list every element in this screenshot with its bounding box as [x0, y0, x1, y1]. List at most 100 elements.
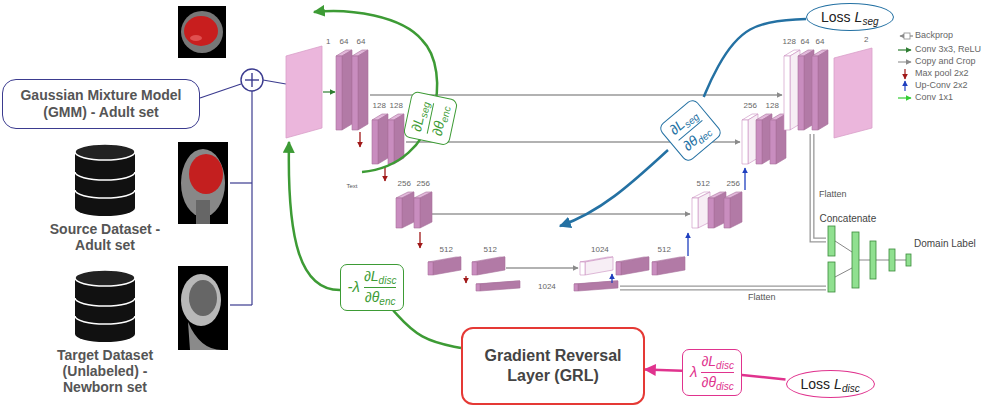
discriminator-layers: [889, 249, 895, 271]
input-wires: [200, 84, 241, 98]
fraction-bar: [364, 287, 397, 288]
database-icon: [75, 270, 135, 286]
channel-count: 2: [864, 36, 868, 45]
database-icon: [73, 142, 137, 218]
mri-image: [189, 154, 223, 194]
legend-row: Up-Conv 2x2: [915, 80, 968, 91]
dataset-node: Target Dataset (Unlabeled) - Newborn set: [35, 268, 175, 395]
upconv-arrow: [687, 233, 688, 256]
loss-symbol: L: [855, 9, 863, 25]
loss-subscript: disc: [842, 383, 860, 394]
channel-count: 1024: [591, 246, 609, 255]
discriminator-layers: [835, 241, 852, 252]
input-wires: [263, 80, 286, 84]
feature-map: [476, 281, 520, 291]
copy-crop-arrow: [432, 213, 690, 214]
loss-ellipse: LossLdisc: [786, 370, 875, 398]
discriminator-layers: [828, 226, 835, 256]
database-icon: [75, 270, 135, 342]
legend-sample: [904, 69, 905, 79]
channel-count: 64: [801, 38, 810, 47]
gradient-subscript: disc: [379, 273, 397, 289]
legend-row: Backprop: [915, 30, 953, 41]
feature-map: [724, 192, 742, 228]
discriminator-label: Concatenate: [820, 213, 877, 224]
feature-map: [352, 50, 368, 130]
maxpool-arrow: [419, 232, 420, 248]
feature-map: [742, 114, 758, 164]
mri-image: [178, 142, 228, 224]
mri-image: [178, 266, 228, 350]
legend-text: Conv 1x1: [915, 92, 953, 102]
channel-count: 512: [697, 180, 710, 189]
loss-ellipse: LossLseg: [806, 3, 894, 31]
loss-subscript: seg: [862, 16, 878, 27]
feature-map: [784, 50, 800, 130]
discriminator-layers: [835, 268, 852, 277]
loss-word: Loss: [801, 376, 831, 392]
gradient-box: ∂Lseg∂θenc: [402, 90, 458, 146]
upconv-arrow: [612, 168, 745, 283]
discriminator-layers: [828, 226, 911, 292]
dataset-node: Source Dataset - Adult set: [35, 142, 175, 253]
feature-map: [336, 50, 352, 130]
legend-sample: [904, 33, 910, 39]
mri-image: [178, 142, 228, 224]
discriminator-layers: [906, 254, 911, 266]
gradient-subscript: enc: [379, 294, 395, 310]
mri-image: [189, 280, 217, 316]
legend-row: Conv 1x1: [915, 92, 953, 103]
database-icon: [75, 144, 135, 216]
channel-count: 1024: [538, 283, 556, 292]
legend-sample: [898, 97, 911, 98]
legend-row: Max pool 2x2: [915, 68, 969, 79]
gradient-arrow: [289, 142, 342, 290]
database-icon: [73, 268, 137, 344]
maxpool-arrow: [465, 276, 466, 283]
box-label: Gradient Reversal Layer (GRL): [471, 346, 635, 386]
gradient-box: -λ∂Ldisc∂θenc: [340, 264, 405, 311]
database-icon: [75, 190, 135, 198]
feature-map: [770, 114, 786, 164]
legend-text: Up-Conv 2x2: [915, 80, 968, 90]
input-box: Gaussian Mixture Model (GMM) - Adult set: [2, 79, 200, 129]
legend-row: Copy and Crop: [915, 56, 976, 67]
feature-map: [692, 192, 710, 228]
channel-count: 128: [783, 38, 796, 47]
gradient-factor: λ: [690, 364, 697, 380]
database-icon: [75, 316, 135, 324]
upconv-arrow: [744, 168, 745, 190]
upconv-arrow: [611, 274, 612, 283]
feature-map: [580, 257, 613, 275]
mri-image: [196, 200, 210, 224]
loss-symbol: L: [834, 376, 842, 392]
gradient-connector: [704, 19, 806, 97]
channel-count: 128: [390, 102, 403, 111]
channel-count: 1: [326, 38, 330, 47]
feature-map: [372, 114, 388, 164]
channel-count: 128: [766, 102, 779, 111]
channel-count: 64: [816, 38, 825, 47]
gradient-subscript: enc: [436, 104, 455, 123]
discriminator-layers: [870, 241, 876, 279]
flatten-arrow: [620, 286, 826, 291]
channel-count: 256: [398, 180, 411, 189]
stray-label: Text: [347, 183, 358, 190]
feature-map: [396, 192, 414, 228]
feature-map: [414, 192, 432, 228]
sum-symbol: [241, 69, 263, 91]
database-icon: [75, 298, 135, 306]
gradient-subscript: disc: [716, 358, 734, 374]
database-icon: [75, 144, 135, 160]
legend-sample: [898, 33, 913, 98]
conv-arrow: [323, 91, 335, 92]
gradient-arrow: [289, 11, 668, 290]
discriminator-layers: [895, 260, 906, 261]
feature-map: [708, 192, 726, 228]
grl-box: Gradient Reversal Layer (GRL): [461, 327, 645, 405]
gradient-numerator: ∂L: [364, 268, 379, 284]
feature-map: [616, 257, 649, 275]
legend-row: Conv 3x3, ReLU: [915, 44, 981, 55]
gradient-box: ∂Lseg∂θdec: [657, 97, 723, 163]
mri-image: [178, 266, 228, 350]
